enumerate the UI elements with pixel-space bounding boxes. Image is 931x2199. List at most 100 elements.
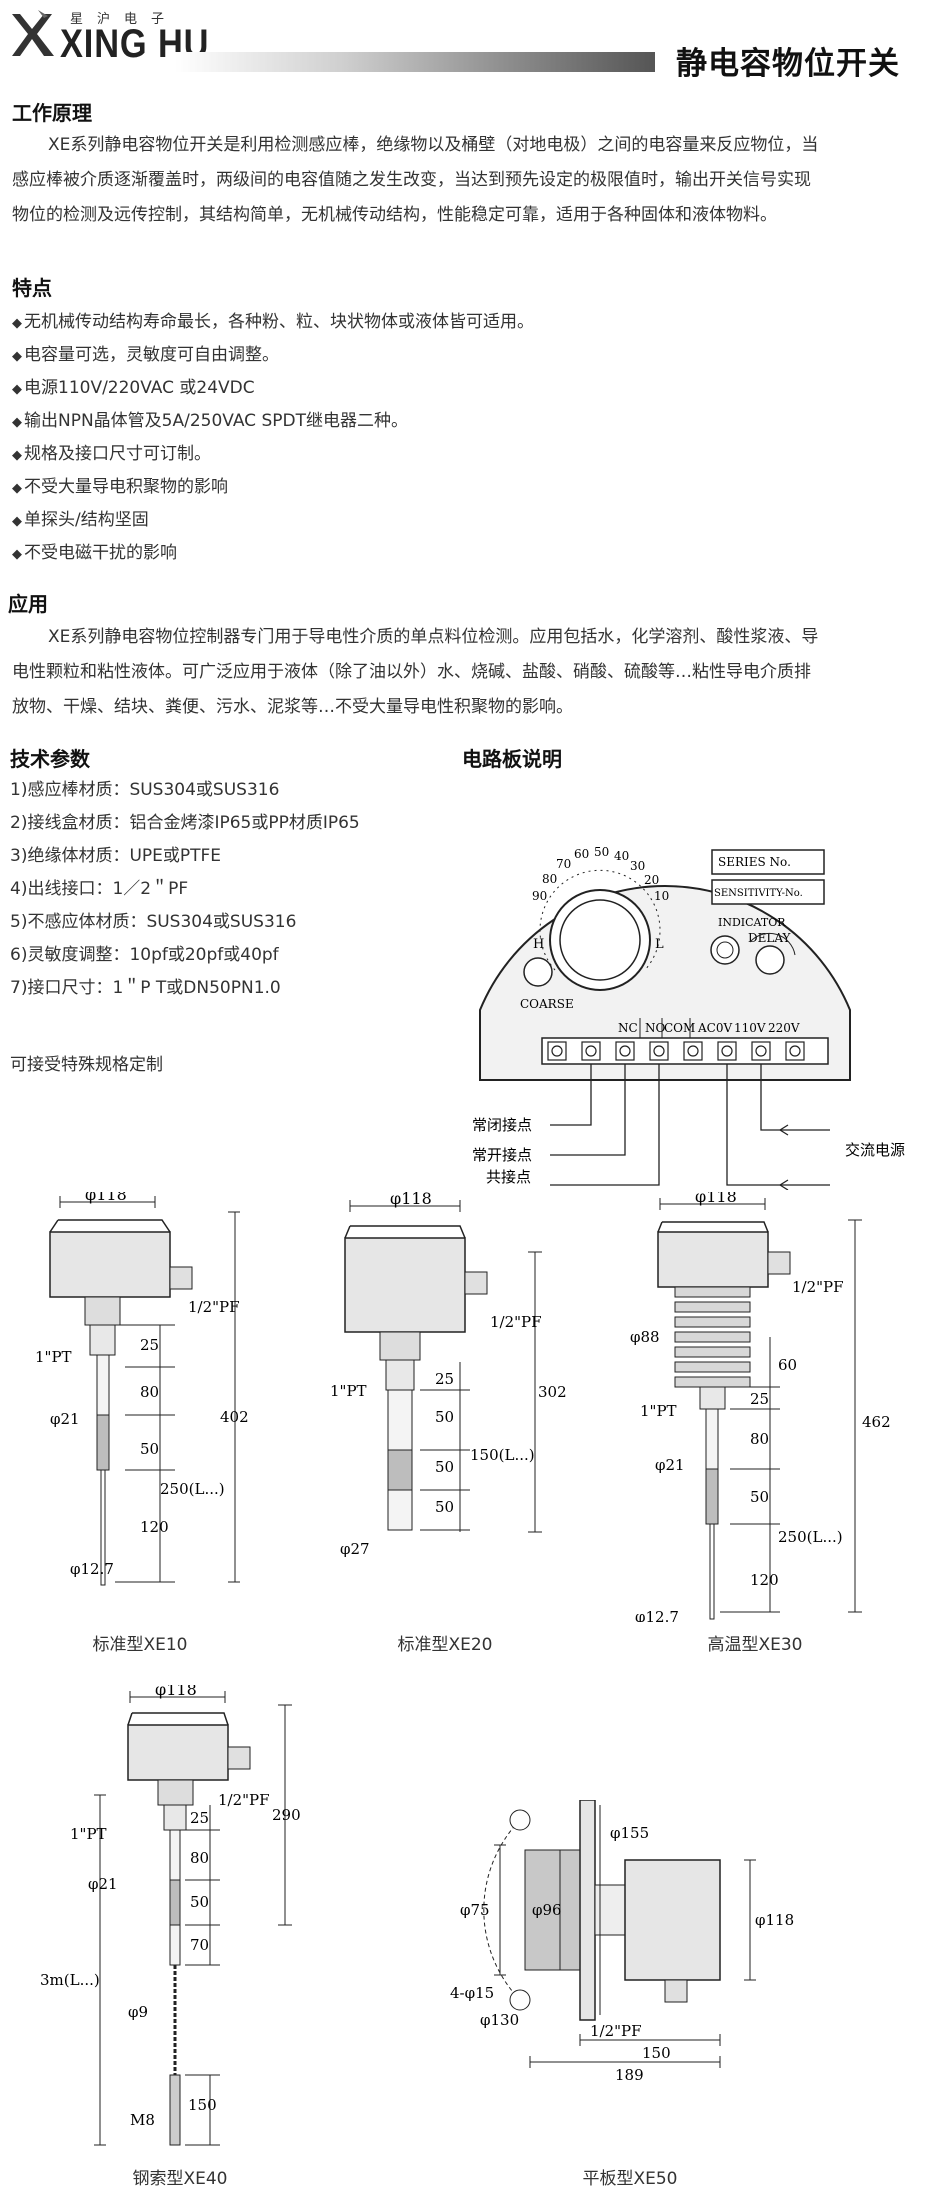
terminal-label: AC0V [697, 1021, 732, 1035]
dim-label: 60 [778, 1356, 797, 1374]
sensitivity-dial [549, 889, 651, 991]
dim-label: 290 [272, 1806, 301, 1824]
dim-label: 1/2"PF [218, 1791, 270, 1809]
dim-label: 50 [435, 1408, 454, 1426]
application-line: XE系列静电容物位控制器专门用于导电性介质的单点料位检测。应用包括水，化学溶剂、… [48, 627, 819, 647]
dim-label: 1/2"PF [590, 2022, 642, 2040]
dim-label: 25 [140, 1336, 159, 1354]
terminal-screws [547, 1041, 805, 1061]
terminal-label: 220V [768, 1021, 800, 1035]
dim-label: 120 [140, 1518, 169, 1536]
dial-h-label: H [533, 937, 544, 952]
dial-inner-ring [559, 899, 641, 981]
delay-label: DELAY [748, 931, 792, 945]
dial-mark: 90 [532, 889, 547, 903]
list-item: ◆输出NPN晶体管及5A/250VAC SPDT继电器二种。 [12, 411, 408, 431]
callout-label: 常闭接点 [472, 1116, 532, 1134]
delay-knob-icon [755, 945, 785, 975]
dim-label: 1/2"PF [792, 1278, 844, 1296]
list-item: ◆电源110V/220VAC 或24VDC [12, 378, 255, 398]
wiring [550, 1064, 830, 1190]
sensitivity-box [711, 879, 825, 905]
dim-label: φ21 [655, 1456, 685, 1474]
dial-mark: 70 [556, 857, 571, 871]
dim-label: φ21 [88, 1875, 118, 1893]
dial-mark: 20 [644, 873, 659, 887]
callout-label: 共接点 [486, 1168, 531, 1186]
list-item: 7)接口尺寸：1＂P T或DN50PN1.0 [10, 978, 281, 998]
header-gradient-bar [175, 52, 655, 72]
dim-label: φ27 [340, 1540, 370, 1558]
terminal-label: COM [664, 1021, 695, 1035]
dim-label: φ88 [630, 1328, 660, 1346]
dim-label: 402 [220, 1408, 249, 1426]
specs-heading: 技术参数 [10, 747, 90, 771]
list-item: ◆不受电磁干扰的影响 [12, 543, 177, 563]
dial-mark: 60 [574, 847, 589, 861]
model-xe20-drawing: φ118 1/2"PF 25 1"PT 50 150(L...) 302 50 … [330, 1192, 567, 1558]
list-item: 6)灵敏度调整：10pf或20pf或40pf [10, 945, 279, 965]
list-item: ◆无机械传动结构寿命最长，各种粉、粒、块状物体或液体皆可适用。 [12, 312, 534, 332]
model-xe40-drawing: φ118 1/2"PF 25 290 1"PT 80 φ21 50 70 3m(… [40, 1685, 301, 2146]
dim-label: φ118 [155, 1685, 197, 1699]
dim-label: φ118 [390, 1192, 432, 1208]
application-line: 放物、干燥、结块、粪便、污水、泥浆等…不受大量导电性积聚物的影响。 [12, 697, 573, 717]
principle-line: 感应棒被介质逐渐覆盖时，两级间的电容值随之发生改变，当达到预先设定的极限值时，输… [12, 170, 811, 190]
dim-label: 25 [435, 1370, 454, 1388]
dim-label: 80 [750, 1430, 769, 1448]
sensitivity-label: SENSITIVITY-No. [714, 888, 803, 899]
dim-label: 302 [538, 1383, 567, 1401]
page-title: 静电容物位开关 [676, 46, 900, 82]
features-heading: 特点 [12, 276, 52, 300]
list-item: 5)不感应体材质：SUS304或SUS316 [10, 912, 297, 932]
dim-label: 1"PT [330, 1382, 367, 1400]
dim-label: 150 [642, 2044, 671, 2062]
coarse-label: COARSE [520, 997, 574, 1011]
model-xe50-drawing: φ155 φ75 φ96 φ118 4-φ15 φ130 1/2"PF 150 … [450, 1800, 794, 2084]
dim-label: 150 [188, 2096, 217, 2114]
dim-label: 250(L...) [778, 1528, 843, 1546]
page-header: 星沪电子 XING HU 静电容物位开关 [0, 0, 931, 82]
dial-mark: 50 [594, 845, 609, 859]
application-line: 电性颗粒和粘性液体。可广泛应用于液体（除了油以外）水、烧碱、盐酸、硝酸、硫酸等…… [12, 662, 811, 682]
application-heading: 应用 [8, 592, 48, 616]
dim-label: φ12.7 [70, 1560, 114, 1578]
dim-label: 70 [190, 1936, 209, 1954]
principle-heading: 工作原理 [12, 101, 92, 125]
application-text: XE系列静电容物位控制器专门用于导电性介质的单点料位检测。应用包括水，化学溶剂、… [12, 620, 924, 725]
dim-label: 250(L...) [160, 1480, 225, 1498]
indicator-led-core [716, 941, 734, 959]
dial-mark: 80 [542, 872, 557, 886]
list-item: 3)绝缘体材质：UPE或PTFE [10, 846, 222, 866]
dial-mark: 40 [614, 849, 629, 863]
dim-label: 50 [750, 1488, 769, 1506]
series-box [711, 849, 825, 875]
dim-label: φ75 [460, 1901, 490, 1919]
dim-label: 1"PT [640, 1402, 677, 1420]
delay-arrow-icon [749, 932, 796, 956]
model-caption: 标准型XE20 [397, 1635, 493, 1655]
dim-label: φ21 [50, 1410, 80, 1428]
terminal-label: NO [645, 1021, 666, 1035]
dim-label: φ118 [755, 1911, 794, 1929]
series-label: SERIES No. [718, 855, 791, 869]
indicator-label: INDICATOR [718, 916, 786, 929]
dim-label: 189 [615, 2066, 644, 2084]
dim-label: φ130 [480, 2011, 519, 2029]
dim-label: 1/2"PF [188, 1298, 240, 1316]
dim-label: 25 [750, 1390, 769, 1408]
circuit-board-diagram: SERIES No. SENSITIVITY-No. 90 80 70 60 5… [472, 845, 905, 1190]
model-caption: 平板型XE50 [582, 2169, 678, 2189]
terminal-label: NC [618, 1021, 638, 1035]
dim-label: 150(L...) [470, 1446, 535, 1464]
list-item: 4)出线接口：1／2＂PF [10, 879, 189, 899]
coarse-knob-icon [523, 957, 553, 987]
dim-label: φ12.7 [635, 1608, 679, 1622]
dim-label: 462 [862, 1413, 891, 1431]
list-item: ◆单探头/结构坚固 [12, 510, 149, 530]
model-xe30-drawing: φ118 1/2"PF φ88 60 25 1"PT 80 φ21 50 250… [630, 1192, 891, 1622]
dim-label: 1"PT [35, 1348, 72, 1366]
dim-label: M8 [130, 2111, 155, 2129]
callout-label: 常开接点 [472, 1146, 532, 1164]
terminal-dividers [639, 1018, 691, 1038]
